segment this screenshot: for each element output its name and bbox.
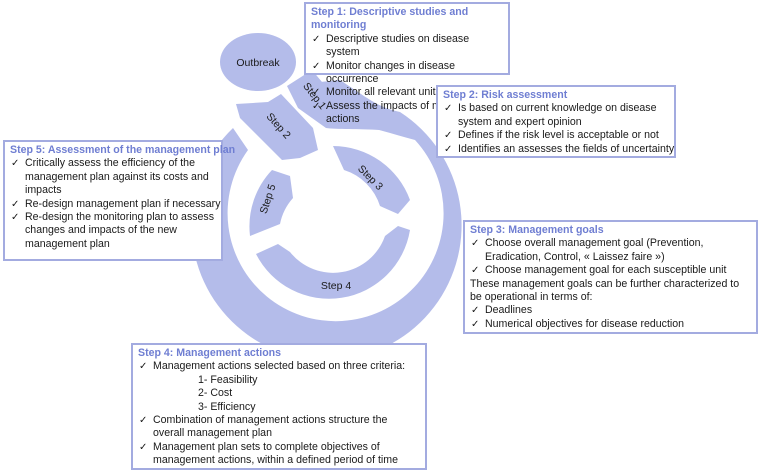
step1-title: Step 1: Descriptive studies and monitori… [311, 6, 469, 32]
step4-label: Step 4 [321, 280, 352, 292]
criterion-efficiency: 3- Efficiency [198, 400, 256, 413]
step2-title: Step 2: Risk assessment [443, 89, 568, 101]
step4-shape [256, 226, 410, 299]
step3-note: These management goals can be further ch… [470, 277, 740, 304]
criterion-feasibility: 1- Feasibility [198, 373, 258, 386]
step1-item: Descriptive studies on disease system [311, 33, 504, 60]
step5-item: Critically assess the efficiency of the … [10, 157, 217, 197]
outer-ring-step1 [191, 80, 462, 361]
step4-box: Step 4: Management actions Management ac… [131, 343, 427, 470]
criterion-cost: 2- Cost [198, 387, 233, 400]
step2-box: Step 2: Risk assessment Is based on curr… [436, 85, 676, 158]
step5-item: Re-design the monitoring plan to assess … [10, 211, 217, 251]
step1-item: Monitor changes in disease occurrence [311, 60, 504, 87]
step5-title: Step 5: Assessment of the management pla… [10, 144, 236, 156]
step5-shape [249, 170, 293, 236]
step4-item: Management actions selected based on thr… [138, 360, 421, 374]
step5-box: Step 5: Assessment of the management pla… [3, 140, 236, 261]
step3-item: Numerical objectives for disease reducti… [470, 318, 752, 332]
step4-item: Management plan sets to complete objecti… [138, 441, 421, 468]
step5-item: Re-design management plan if necessary [10, 198, 221, 212]
step3-title: Step 3: Management goals [470, 224, 604, 236]
step3-item: Choose management goal for each suscepti… [470, 264, 752, 278]
step3-shape [333, 146, 410, 214]
outbreak-shape [220, 33, 296, 91]
step3-box: Step 3: Management goals Choose overall … [463, 220, 758, 334]
step2-item: Identifies an assesses the fields of unc… [443, 143, 674, 157]
step3-item: Choose overall management goal (Preventi… [470, 237, 752, 264]
step2-item: Defines if the risk level is acceptable … [443, 129, 670, 143]
step4-item: Combination of management actions struct… [138, 414, 421, 441]
outbreak-label: Outbreak [236, 57, 280, 69]
step4-title: Step 4: Management actions [138, 347, 282, 359]
step2-shape [236, 94, 318, 160]
step1-box: Step 1: Descriptive studies and monitori… [304, 2, 605, 125]
step2-item: Is based on current knowledge on disease… [443, 102, 670, 129]
step3-item: Deadlines [470, 304, 752, 318]
